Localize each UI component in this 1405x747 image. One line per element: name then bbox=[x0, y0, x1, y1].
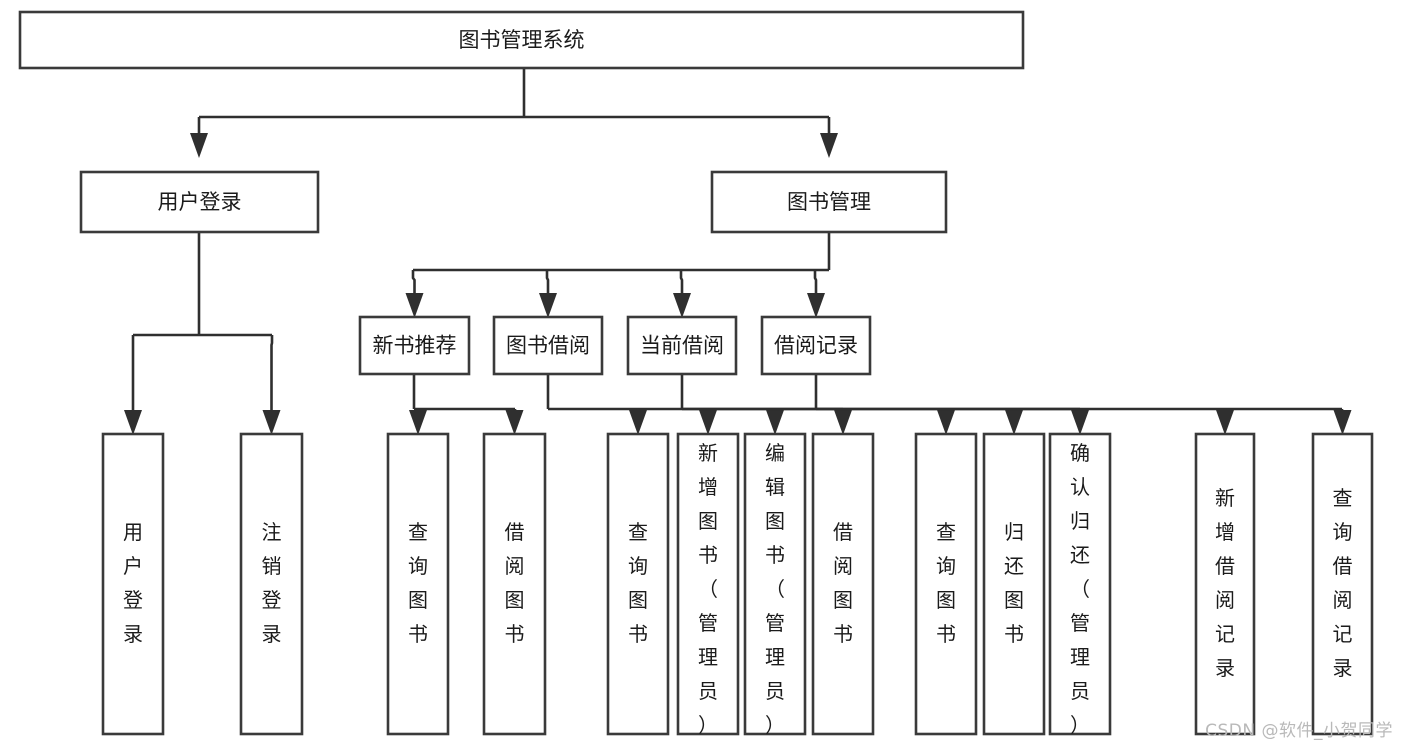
connector-group bbox=[814, 374, 1352, 435]
node-leaf-user-login[interactable]: 用户登录 bbox=[101, 432, 165, 736]
arrow-head-icon bbox=[124, 410, 142, 435]
node-label: 新增图书（管理员） bbox=[698, 441, 718, 737]
connector-drop bbox=[813, 270, 818, 301]
node-user-login[interactable]: 用户登录 bbox=[79, 170, 320, 234]
connector-drop bbox=[679, 270, 684, 301]
arrow-head-icon bbox=[190, 133, 208, 158]
node-label: 用户登录 bbox=[158, 190, 242, 214]
arrow-head-icon bbox=[629, 410, 647, 435]
node-label: 注销登录 bbox=[262, 520, 282, 646]
node-label: 查询借阅记录 bbox=[1333, 486, 1353, 680]
node-leaf-query-book-recommend[interactable]: 查询图书 bbox=[386, 432, 450, 736]
node-label: 图书管理系统 bbox=[459, 28, 585, 52]
node-leaf-return-book[interactable]: 归还图书 bbox=[982, 432, 1046, 736]
arrow-head-icon bbox=[505, 410, 524, 435]
node-box[interactable] bbox=[79, 170, 320, 234]
node-label: 借阅图书 bbox=[833, 520, 853, 646]
nodes-layer: 图书管理系统用户登录图书管理新书推荐图书借阅当前借阅借阅记录用户登录注销登录查询… bbox=[18, 10, 1374, 737]
arrow-head-icon bbox=[539, 293, 557, 318]
node-leaf-logout[interactable]: 注销登录 bbox=[239, 432, 304, 736]
node-current-borrow[interactable]: 当前借阅 bbox=[626, 315, 738, 376]
node-label: 新书推荐 bbox=[373, 334, 457, 358]
node-label: 查询图书 bbox=[408, 520, 428, 646]
node-box[interactable] bbox=[239, 432, 304, 736]
connectors-layer bbox=[124, 68, 1352, 435]
node-box[interactable] bbox=[1048, 432, 1112, 736]
node-box[interactable] bbox=[626, 315, 738, 376]
connector-drop bbox=[545, 270, 550, 301]
node-box[interactable] bbox=[914, 432, 978, 736]
node-book-management[interactable]: 图书管理 bbox=[710, 170, 948, 234]
node-root[interactable]: 图书管理系统 bbox=[18, 10, 1025, 70]
node-label: 借阅记录 bbox=[774, 334, 858, 358]
arrow-head-icon bbox=[1071, 410, 1089, 435]
node-box[interactable] bbox=[760, 315, 872, 376]
node-label: 归还图书 bbox=[1004, 520, 1024, 646]
connector-drop bbox=[411, 270, 416, 301]
node-leaf-query-book-borrow[interactable]: 查询图书 bbox=[606, 432, 670, 736]
node-leaf-borrow-book-recommend[interactable]: 借阅图书 bbox=[482, 432, 547, 736]
node-leaf-add-borrow-record[interactable]: 新增借阅记录 bbox=[1194, 432, 1256, 736]
connector-group bbox=[546, 374, 852, 435]
arrow-head-icon bbox=[673, 293, 691, 318]
arrow-head-icon bbox=[409, 410, 427, 435]
node-label: 图书管理 bbox=[787, 190, 871, 214]
node-box[interactable] bbox=[982, 432, 1046, 736]
node-leaf-edit-book-admin[interactable]: 编辑图书（管理员） bbox=[743, 432, 807, 737]
node-new-book-recommend[interactable]: 新书推荐 bbox=[358, 315, 471, 376]
arrow-head-icon bbox=[405, 293, 424, 318]
connector-group bbox=[405, 232, 831, 318]
node-box[interactable] bbox=[710, 170, 948, 234]
node-leaf-add-book-admin[interactable]: 新增图书（管理员） bbox=[676, 432, 740, 737]
node-box[interactable] bbox=[492, 315, 604, 376]
arrow-head-icon bbox=[1333, 410, 1352, 435]
arrow-head-icon bbox=[262, 410, 281, 435]
arrow-head-icon bbox=[766, 410, 784, 435]
node-box[interactable] bbox=[1194, 432, 1256, 736]
node-borrow-records[interactable]: 借阅记录 bbox=[760, 315, 872, 376]
node-box[interactable] bbox=[101, 432, 165, 736]
node-box[interactable] bbox=[1311, 432, 1374, 736]
node-book-borrow[interactable]: 图书借阅 bbox=[492, 315, 604, 376]
node-box[interactable] bbox=[676, 432, 740, 736]
node-box[interactable] bbox=[386, 432, 450, 736]
node-label: 借阅图书 bbox=[505, 520, 525, 646]
node-leaf-query-book-current[interactable]: 查询图书 bbox=[914, 432, 978, 736]
node-label: 编辑图书（管理员） bbox=[765, 441, 785, 737]
connector-group bbox=[680, 374, 1089, 435]
arrow-head-icon bbox=[1005, 410, 1023, 435]
node-label: 查询图书 bbox=[628, 520, 648, 646]
node-box[interactable] bbox=[18, 10, 1025, 70]
connector-group bbox=[190, 68, 838, 158]
arrow-head-icon bbox=[820, 133, 838, 158]
node-label: 用户登录 bbox=[123, 520, 143, 646]
node-box[interactable] bbox=[606, 432, 670, 736]
arrow-head-icon bbox=[834, 410, 852, 435]
node-leaf-query-borrow-record[interactable]: 查询借阅记录 bbox=[1311, 432, 1374, 736]
node-label: 新增借阅记录 bbox=[1215, 486, 1235, 680]
node-box[interactable] bbox=[743, 432, 807, 736]
arrow-head-icon bbox=[807, 293, 825, 318]
node-box[interactable] bbox=[358, 315, 471, 376]
node-label: 当前借阅 bbox=[640, 334, 724, 358]
node-box[interactable] bbox=[482, 432, 547, 736]
node-label: 确认归还（管理员） bbox=[1070, 441, 1090, 737]
node-label: 查询图书 bbox=[936, 520, 956, 646]
node-leaf-confirm-return-admin[interactable]: 确认归还（管理员） bbox=[1048, 432, 1112, 737]
watermark-label: CSDN @软件_小贺同学 bbox=[1205, 721, 1393, 741]
arrow-head-icon bbox=[1216, 410, 1234, 435]
node-box[interactable] bbox=[811, 432, 875, 736]
arrow-head-icon bbox=[699, 410, 717, 435]
connector-group bbox=[409, 374, 524, 435]
connector-group bbox=[124, 232, 281, 435]
connector-drop bbox=[270, 335, 274, 418]
node-leaf-borrow-book[interactable]: 借阅图书 bbox=[811, 432, 875, 736]
arrow-head-icon bbox=[937, 410, 955, 435]
node-label: 图书借阅 bbox=[506, 334, 590, 358]
